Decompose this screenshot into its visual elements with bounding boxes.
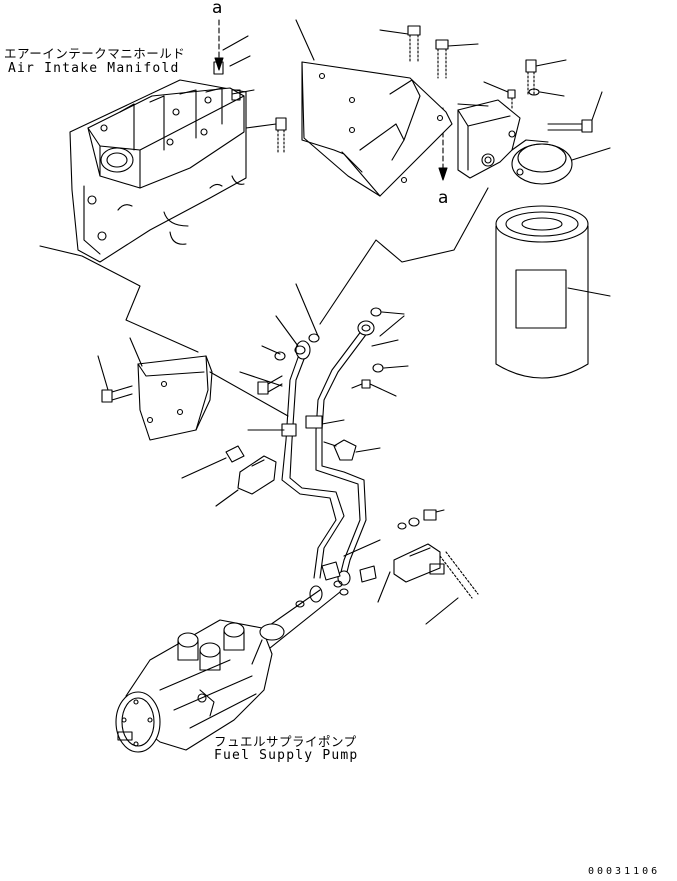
reference-line-bracket-tubes [209, 371, 289, 417]
air-intake-manifold-label-jp: エアーインテークマニホールド [4, 46, 186, 61]
fuel-supply-pump-label-en: Fuel Supply Pump [214, 748, 359, 763]
reference-line-filter-tubes [319, 187, 489, 325]
fuel-supply-pump [115, 619, 285, 753]
air-intake-manifold-label-en: Air Intake Manifold [8, 61, 180, 76]
fuel-supply-pump-label-jp: フュエルサプライポンプ [214, 734, 357, 749]
filter-head [457, 59, 611, 185]
reference-mark-a-top: a [212, 0, 223, 18]
reference-line-manifold-bracket [39, 245, 199, 353]
air-intake-manifold [69, 35, 255, 263]
fuel-tubes [239, 315, 405, 603]
upper-bracket [295, 19, 453, 197]
upper-fittings [257, 283, 409, 461]
fuel-filter [495, 205, 611, 379]
reference-arrow-top [214, 19, 224, 71]
clamp-parts [181, 445, 277, 507]
bracket-bolts [245, 25, 479, 155]
lower-clamp-bolts [333, 509, 479, 625]
reference-mark-a-mid: a [438, 188, 449, 208]
side-bracket [97, 337, 213, 441]
document-number: 00031106 [588, 866, 661, 877]
